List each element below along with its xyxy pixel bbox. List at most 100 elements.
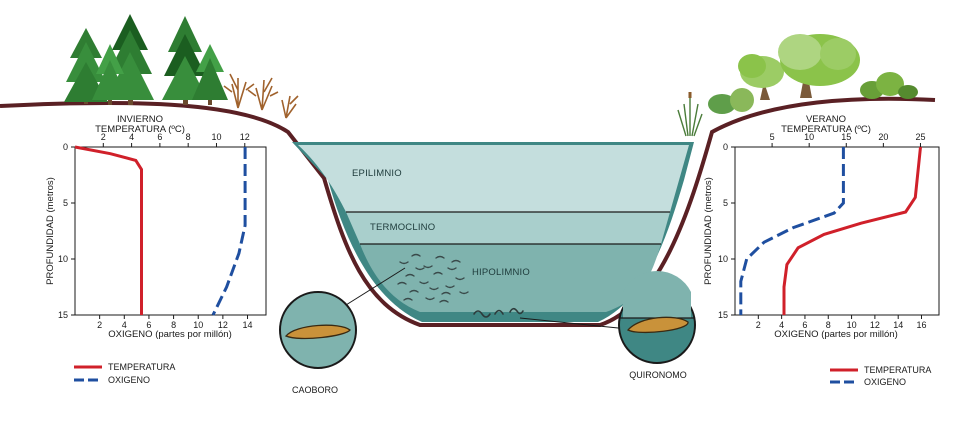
summer-temperature-line [782,146,922,315]
larva-icon [433,271,443,275]
winter-oxygen-tick-label: 10 [193,320,203,330]
larva-icon [441,291,451,295]
caoboro-pointer-line [337,267,406,311]
winter-legend-oxygen-label: OXIGENO [108,375,150,385]
winter-depth-axis-label: PROFUNDIDAD (metros) [45,177,56,285]
summer-temperature-ticks: 5 10 15 20 25 [770,132,925,147]
thermocline-layer [346,212,670,244]
winter-temperature-tick-label: 6 [157,132,162,142]
quironomo-label: QUIRONOMO [629,370,687,380]
summer-depth-ticks: 0 5 10 15 [718,142,735,320]
summer-depth-tick-label: 0 [723,142,728,152]
winter-season-label: INVIERNO [117,114,163,125]
larva-icon [445,285,455,289]
soil-outline [0,96,936,327]
larva-icon [429,287,439,291]
summer-depth-tick-label: 10 [718,254,728,264]
winter-plot-frame [74,146,267,316]
larva-icon [403,297,413,301]
summer-oxygen-tick-label: 2 [756,320,761,330]
summer-temperature-axis-label: TEMPERATURA (ºC) [781,124,871,135]
caoboro-label: CAOBORO [292,385,338,395]
larva-icon [405,273,415,277]
summer-depth-tick-label: 5 [723,198,728,208]
summer-depth-axis-label: PROFUNDIDAD (metros) [703,177,714,285]
lake-basin: EPILIMNIO TERMOCLINO HIPOLIMNIO [0,96,936,327]
winter-temperature-tick-label: 8 [186,132,191,142]
summer-temperature-tick-label: 5 [770,132,775,142]
larva-icon [451,259,461,263]
summer-temperature-tick-label: 15 [841,132,851,142]
conifer-tree-icon [92,44,128,105]
larva-icon [425,297,435,301]
larva-icon [447,267,457,271]
summer-oxygen-axis-label: OXIGENO (partes por millón) [774,329,898,340]
summer-temperature-tick-label: 10 [804,132,814,142]
epilimnion-label: EPILIMNIO [352,168,402,179]
deciduous-tree-icon [738,54,784,100]
summer-oxygen-tick-label: 16 [917,320,927,330]
shrub-icon [860,72,918,99]
summer-legend-temperature-label: TEMPERATURA [864,365,931,375]
summer-oxygen-ticks: 2 4 6 8 10 12 14 16 [756,315,927,330]
winter-legend-temperature-label: TEMPERATURA [108,362,175,372]
larva-icon [409,289,419,293]
summer-chart: VERANO TEMPERATURA (ºC) 5 10 15 20 25 0 5 10 15… [703,114,940,387]
winter-oxygen-tick-label: 8 [171,320,176,330]
winter-temperature-tick-label: 2 [101,132,106,142]
winter-oxygen-tick-label: 6 [146,320,151,330]
summer-oxygen-tick-label: 14 [893,320,903,330]
hypolimnion-label: HIPOLIMNIO [472,267,530,278]
summer-oxygen-line [739,147,845,315]
caoboro-magnifier-icon [279,291,357,369]
winter-oxygen-line [211,147,247,316]
quironomo-pointer-line [519,317,629,330]
summer-oxygen-tick-label: 12 [870,320,880,330]
larva-icon [415,267,425,271]
hypolimnion-layer [360,244,661,312]
larva-icon [399,261,409,265]
summer-vegetation [677,34,918,137]
deciduous-tree-icon [778,34,860,98]
summer-oxygen-tick-label: 10 [847,320,857,330]
summer-season-label: VERANO [806,114,846,125]
organisms: CAOBORO QUIRONOMO [279,253,696,395]
winter-oxygen-tick-label: 14 [243,320,253,330]
winter-oxygen-tick-label: 12 [218,320,228,330]
winter-depth-tick-label: 15 [58,310,68,320]
summer-depth-tick-label: 15 [718,310,728,320]
larva-icon [459,291,469,295]
larva-icon [419,281,429,285]
winter-oxygen-tick-label: 4 [122,320,127,330]
winter-depth-tick-label: 0 [63,142,68,152]
winter-depth-tick-label: 10 [58,254,68,264]
quironomo-magnifier-icon [618,270,696,364]
winter-oxygen-tick-label: 2 [97,320,102,330]
thermocline-label: TERMOCLINO [370,222,435,233]
winter-oxygen-axis-label: OXIGENO (partes por millón) [108,329,232,340]
winter-temperature-axis-label: TEMPERATURA (ºC) [95,124,185,135]
summer-oxygen-tick-label: 8 [826,320,831,330]
winter-vegetation [64,14,299,119]
winter-oxygen-ticks: 2 4 6 8 10 12 14 [97,315,253,330]
summer-oxygen-tick-label: 4 [779,320,784,330]
winter-depth-ticks: 0 5 10 15 [58,142,75,320]
larva-icon [423,265,433,269]
winter-temperature-line [74,145,143,315]
larva-icon [435,255,445,259]
winter-temperature-tick-label: 4 [129,132,134,142]
summer-temperature-tick-label: 25 [915,132,925,142]
winter-chart: INVIERNO TEMPERATURA (ºC) 2 4 6 8 10 12 0 5 10 1… [45,114,267,385]
larva-icon [397,281,407,285]
reed-grass-icon [677,92,703,137]
winter-depth-tick-label: 5 [63,198,68,208]
conifer-tree-icon [162,16,208,105]
summer-temperature-tick-label: 20 [878,132,888,142]
summer-oxygen-tick-label: 6 [802,320,807,330]
larva-icon [411,253,421,257]
midge-larvae-on-bottom [473,307,524,318]
winter-temperature-tick-label: 10 [211,132,221,142]
